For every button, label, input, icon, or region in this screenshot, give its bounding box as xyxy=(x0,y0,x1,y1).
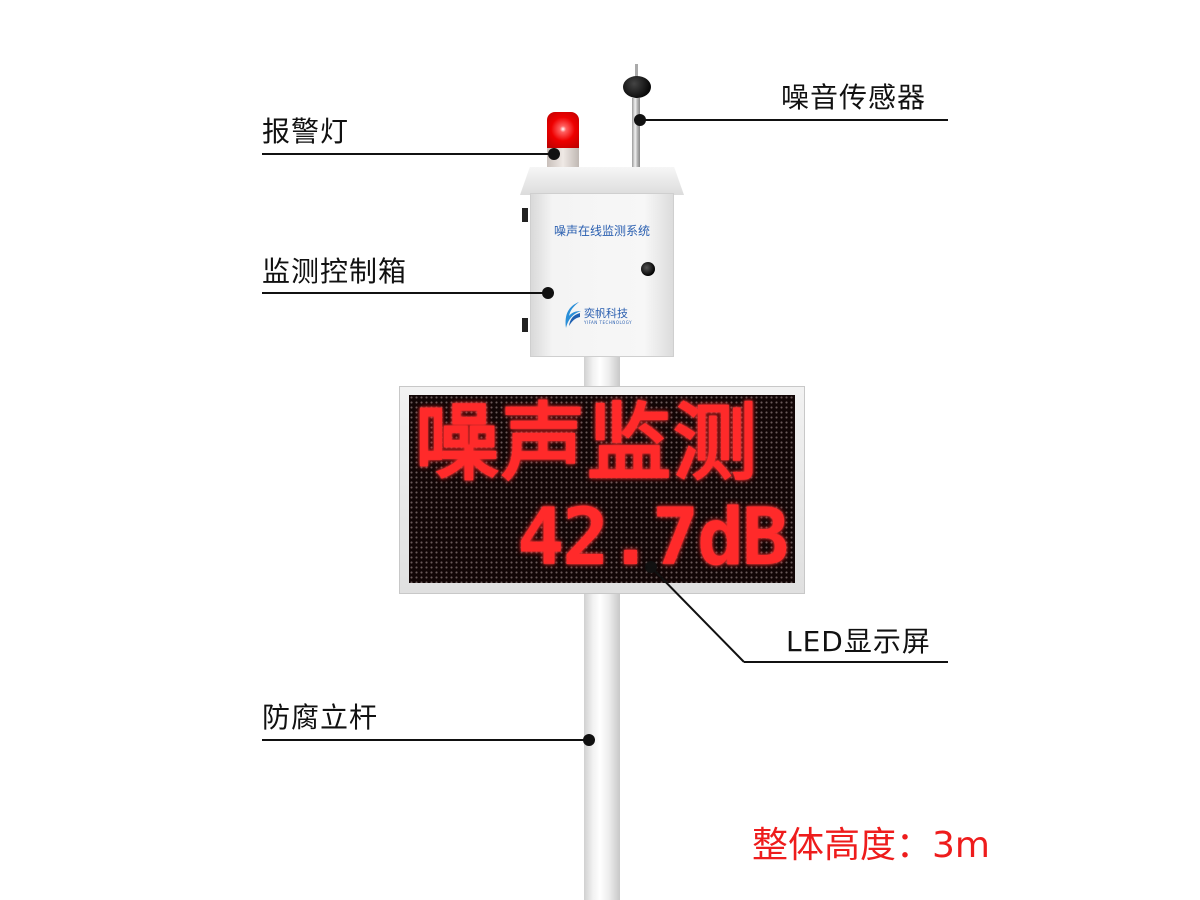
alarm-light-dome xyxy=(547,112,579,150)
leader-line xyxy=(262,153,554,155)
callout-dot xyxy=(634,114,646,126)
led-screen: 噪声监测 42.7dB xyxy=(409,395,795,583)
callout-dot xyxy=(542,287,554,299)
label-noise-sensor: 噪音传感器 xyxy=(781,81,927,114)
hinge xyxy=(522,318,528,332)
height-note: 整体高度：3m xyxy=(752,825,990,866)
label-pole: 防腐立杆 xyxy=(262,701,379,734)
brand-logo-icon xyxy=(565,302,581,328)
brand-name: 奕帆科技 xyxy=(584,307,628,320)
sensor-tip xyxy=(635,64,638,78)
label-control-box: 监测控制箱 xyxy=(262,255,408,288)
control-box-roof xyxy=(520,167,684,195)
noise-sensor-windscreen xyxy=(623,76,651,98)
callout-dot xyxy=(583,734,595,746)
lock-icon xyxy=(641,262,655,276)
label-led-screen: LED显示屏 xyxy=(786,625,931,658)
control-box xyxy=(530,193,674,357)
leader-line xyxy=(262,292,548,294)
leader-line xyxy=(640,119,948,121)
brand-subtitle: YIFAN TECHNOLOGY xyxy=(584,320,633,325)
leader-line xyxy=(262,739,590,741)
label-alarm-light: 报警灯 xyxy=(262,115,350,148)
led-line-1: 噪声监测 xyxy=(415,395,760,492)
control-box-title: 噪声在线监测系统 xyxy=(553,224,650,238)
noise-sensor-rod xyxy=(632,98,640,170)
hinge xyxy=(522,208,528,222)
callout-dot xyxy=(548,148,560,160)
leader-line-diagonal xyxy=(645,561,948,663)
